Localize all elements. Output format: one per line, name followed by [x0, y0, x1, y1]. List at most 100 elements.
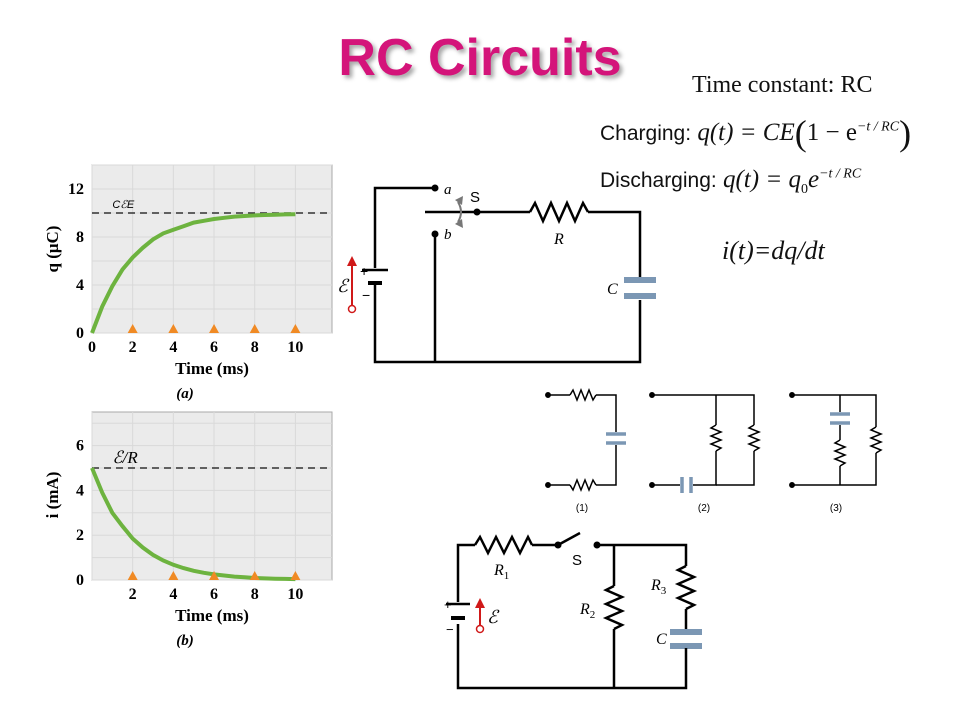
panel-label: (b)	[176, 633, 194, 649]
wire	[596, 394, 617, 432]
label-r1: R1	[493, 562, 509, 582]
resistor	[569, 477, 597, 493]
discharging-subscript: 0	[800, 182, 808, 197]
charging-lhs: q(t) = CE	[697, 119, 795, 146]
resistor	[832, 439, 848, 467]
time-marker	[168, 324, 179, 333]
resistor-r1	[473, 534, 534, 556]
y-tick-label: 4	[76, 277, 84, 294]
x-tick-label: 2	[129, 339, 137, 356]
wire	[596, 445, 617, 486]
label-switch: S	[572, 552, 582, 569]
label-b: b	[444, 227, 452, 243]
discharging-lhs: q(t) = q	[722, 166, 801, 193]
emf-arrow-tail-icon	[475, 624, 485, 634]
label-r3-subscript: 3	[661, 585, 667, 597]
wire	[792, 394, 877, 427]
x-tick-label: 0	[88, 339, 96, 356]
wire	[373, 186, 435, 268]
terminal-b	[431, 230, 439, 238]
label-r2-subscript: 2	[590, 609, 596, 621]
switch-contact	[593, 541, 601, 549]
charging-label: Charging:	[600, 122, 692, 145]
y-axis-label: q (μC)	[43, 226, 62, 273]
wire	[456, 624, 688, 690]
rc-switch-circuit-details: a b S R C + − ℰ	[337, 182, 618, 314]
label-capacitor: C	[656, 631, 667, 648]
data-series-line	[90, 467, 296, 582]
time-marker	[168, 571, 179, 580]
plot-area	[91, 411, 333, 581]
wire	[456, 543, 475, 602]
x-tick-label: 2	[129, 586, 137, 603]
y-tick-label: 4	[76, 482, 84, 499]
x-tick-label: 8	[251, 586, 259, 603]
markers	[127, 324, 301, 333]
charging-term: 1 − e	[806, 119, 857, 146]
battery-minus: −	[362, 287, 370, 303]
discharging-exponent: −t / RC	[819, 166, 862, 182]
terminal-a	[431, 184, 439, 192]
battery-plus: +	[360, 263, 368, 279]
time-marker	[249, 571, 260, 580]
wire	[373, 285, 642, 364]
x-tick-label: 10	[287, 339, 303, 356]
time-marker	[290, 324, 301, 333]
y-tick-label: 12	[68, 181, 84, 198]
label-r2-letter: R	[579, 601, 590, 618]
wire	[792, 453, 877, 486]
y-tick-label: 6	[76, 438, 84, 455]
switch-arrow-head-icon	[455, 196, 463, 205]
wire	[588, 210, 642, 278]
time-marker	[127, 324, 138, 333]
label-r1-subscript: 1	[504, 570, 510, 582]
small-circuit-2	[649, 392, 762, 493]
markers	[127, 571, 301, 580]
y-tick-label: 0	[76, 572, 84, 589]
current-equation: i(t)=dq/dt	[722, 236, 825, 265]
x-axis-label: Time (ms)	[175, 606, 249, 625]
battery-minus: −	[446, 622, 454, 637]
label-capacitor: C	[607, 281, 618, 298]
panel-label: (a)	[176, 386, 194, 402]
label-a: a	[444, 182, 452, 198]
discharging-label: Discharging:	[600, 169, 717, 192]
y-ticks: 0 4 8 12	[68, 181, 84, 342]
x-tick-label: 6	[210, 339, 218, 356]
switch-pivot	[554, 541, 562, 549]
data-series-line	[90, 212, 296, 334]
wire	[716, 451, 755, 486]
time-marker	[209, 571, 220, 580]
rc-two-branch-circuit	[446, 531, 702, 690]
x-tick-label: 4	[169, 339, 177, 356]
charging-exponent: −t / RC	[856, 119, 900, 135]
resistor	[569, 387, 597, 403]
emf-arrow-tail-icon	[347, 304, 357, 314]
resistor-r3	[674, 564, 698, 611]
rc-two-branch-circuit-details: S R1 R2 R3 C + − ℰ	[444, 541, 667, 648]
y-tick-label: 8	[76, 229, 84, 246]
wire	[693, 451, 717, 486]
battery-plus: +	[444, 597, 452, 612]
reference-label: ℰ/R	[112, 448, 138, 467]
resistor-r2	[602, 584, 626, 631]
small-circuit-1-label: (1)	[576, 503, 588, 514]
y-axis-label: i (mA)	[43, 472, 62, 519]
page-title: RC Circuits	[338, 29, 622, 87]
reference-label: CℰE	[112, 199, 135, 211]
label-emf: ℰ	[337, 276, 350, 296]
resistor	[708, 424, 724, 452]
y-tick-label: 0	[76, 325, 84, 342]
label-resistor: R	[553, 231, 564, 248]
discharging-equation: Discharging: q(t) = q0e−t / RC	[600, 166, 861, 198]
plot-area	[91, 164, 333, 334]
emf-arrow-head-icon	[475, 598, 485, 608]
switch-arrow-head-icon	[455, 219, 463, 228]
wire	[652, 394, 755, 425]
resistor-r	[528, 199, 590, 225]
wire	[597, 543, 688, 566]
